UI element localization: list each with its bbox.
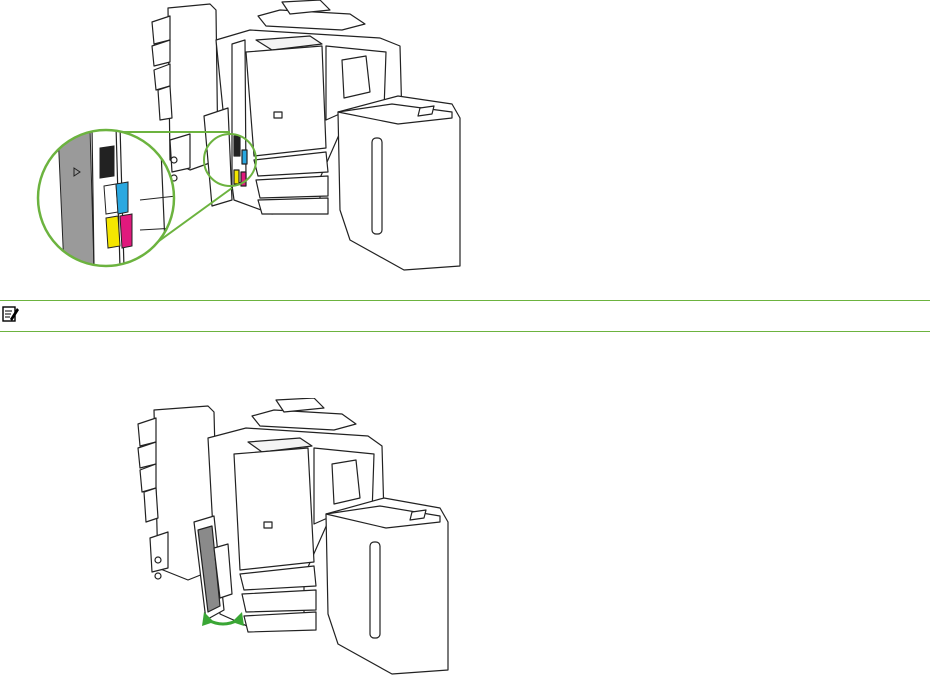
note-top-rule: [0, 300, 930, 301]
note-box: [0, 300, 930, 332]
printer-illustration-2: [128, 398, 468, 675]
printer-toner-location-figure: [20, 0, 470, 272]
note-bottom-rule: [0, 331, 930, 332]
printer-open-door-figure: [128, 398, 468, 675]
printer-illustration-1: [20, 0, 470, 272]
note-icon: [0, 304, 20, 324]
